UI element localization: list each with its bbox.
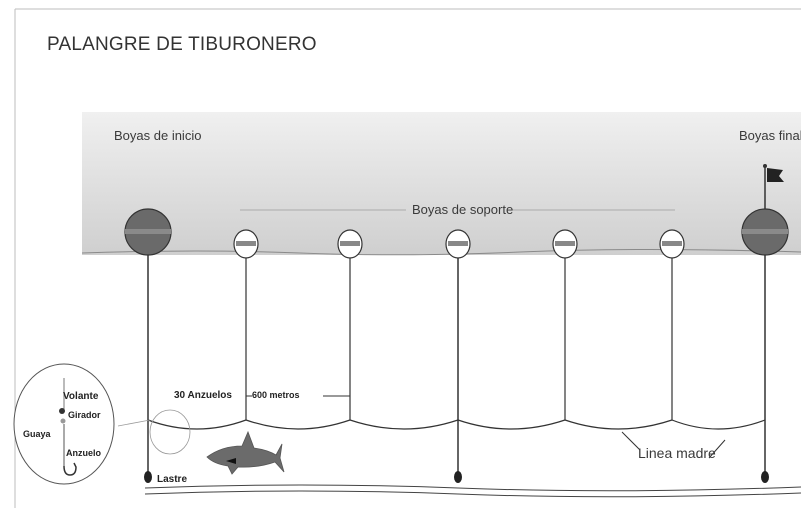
support-buoys-label: Boyas de soporte [412,202,514,217]
seabed-line-2 [144,490,801,498]
start-buoys-label: Boyas de inicio [114,128,202,143]
hook-icon [63,462,77,476]
wire-leader-marker [60,418,66,424]
mother-line-pointer-right [708,439,726,459]
flag-icon [767,168,784,182]
detail-girador-label: Girador [68,410,101,420]
weight-middle [454,471,462,483]
hooks-count-label: 30 Anzuelos [174,390,232,401]
mother-line-pointer-left [621,431,641,451]
mother-line-label: Linea madre [638,445,716,461]
sea-surface-band [82,112,801,255]
swivel-marker [59,408,65,414]
support-buoy-1 [233,229,259,259]
detail-guaya-label: Guaya [23,429,51,439]
seabed-line-1 [144,484,801,492]
mother-line [147,419,766,430]
detail-pointer-line [117,419,151,427]
start-buoy-band [125,229,171,234]
support-buoy-2 [337,229,363,259]
flag-pole-tip [763,164,767,168]
support-buoy-4 [552,229,578,259]
end-buoys-label: Boyas final [739,128,801,143]
detail-volante-label: Volante [63,391,99,402]
hook-highlight-circle [149,409,191,455]
support-buoy-5 [659,229,685,259]
weight-label: Lastre [157,474,188,485]
end-buoy-band [742,229,788,234]
weight-end [761,471,769,483]
shark-icon [206,430,285,475]
diagram-title: PALANGRE DE TIBURONERO [47,34,317,55]
support-buoy-3 [445,229,471,259]
detail-anzuelo-label: Anzuelo [66,448,101,458]
distance-label: 600 metros [252,390,300,400]
weight-start [144,471,152,483]
